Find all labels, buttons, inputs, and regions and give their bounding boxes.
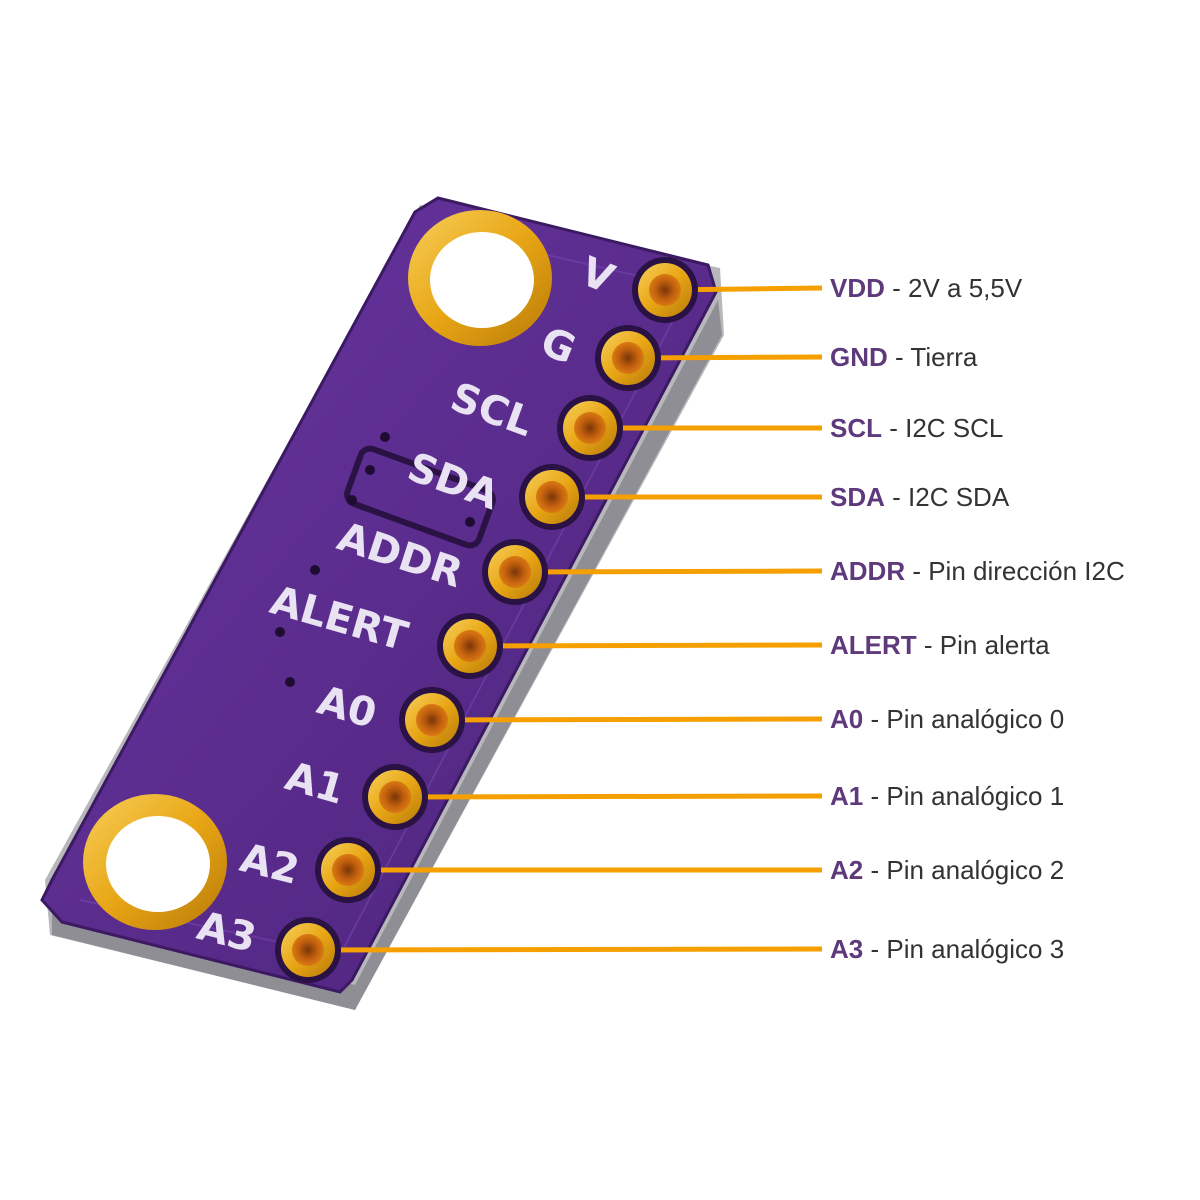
pin-description: - Pin analógico 1	[863, 781, 1064, 811]
leader-line-a0	[431, 716, 823, 723]
pin-description: - Pin dirección I2C	[905, 556, 1125, 586]
pin-label-a1: A1 - Pin analógico 1	[830, 781, 1064, 811]
leader-line-addr	[514, 568, 823, 575]
addr-jumper-pad	[344, 445, 496, 549]
pin-name: GND	[830, 342, 888, 372]
leader-line-alert	[469, 642, 823, 649]
pin-pad-a0	[399, 687, 465, 753]
leader-line-a1	[394, 793, 823, 800]
pin-description: - Pin analógico 0	[863, 704, 1064, 734]
pin-label-addr: ADDR - Pin dirección I2C	[830, 556, 1125, 586]
pin-label-alert: ALERT - Pin alerta	[830, 630, 1050, 660]
pin-name: A0	[830, 704, 863, 734]
pin-label-a3: A3 - Pin analógico 3	[830, 934, 1064, 964]
pin-name: ADDR	[830, 556, 905, 586]
pin-name: SCL	[830, 413, 882, 443]
pin-pad-sda	[519, 464, 585, 530]
mounting-hole-top	[408, 210, 552, 346]
vias	[275, 432, 475, 687]
pin-description: - Tierra	[888, 342, 978, 372]
pin-description: - I2C SCL	[882, 413, 1003, 443]
pin-label-sda: SDA - I2C SDA	[830, 482, 1010, 512]
pin-pad-a2	[315, 837, 381, 903]
pin-description: - Pin alerta	[917, 630, 1050, 660]
pin-label-vdd: VDD - 2V a 5,5V	[830, 273, 1023, 303]
mounting-hole-bottom	[83, 794, 227, 930]
pin-label-scl: SCL - I2C SCL	[830, 413, 1003, 443]
pin-label-gnd: GND - Tierra	[830, 342, 978, 372]
pcb-outline-trace	[79, 229, 692, 957]
pin-name: A1	[830, 781, 863, 811]
pin-pad-a1	[362, 764, 428, 830]
pin-label-a0: A0 - Pin analógico 0	[830, 704, 1064, 734]
pin-label-a2: A2 - Pin analógico 2	[830, 855, 1064, 885]
pin-pad-vdd	[632, 257, 698, 323]
board-edge-shadow	[52, 300, 722, 1010]
pcb-board	[40, 196, 718, 994]
pin-name: A3	[830, 934, 863, 964]
pin-name: ALERT	[830, 630, 917, 660]
pin-description: - 2V a 5,5V	[885, 273, 1023, 303]
pin-pad-a3	[275, 917, 341, 983]
pin-pad-gnd	[595, 325, 661, 391]
pin-name: A2	[830, 855, 863, 885]
pin-description: - Pin analógico 3	[863, 934, 1064, 964]
pin-pad-addr	[482, 539, 548, 605]
pin-name: SDA	[830, 482, 885, 512]
pin-description: - Pin analógico 2	[863, 855, 1064, 885]
pin-pad-scl	[557, 395, 623, 461]
pin-name: VDD	[830, 273, 885, 303]
pin-pad-alert	[437, 613, 503, 679]
pin-description: - I2C SDA	[885, 482, 1010, 512]
leader-line-a3	[307, 946, 823, 953]
